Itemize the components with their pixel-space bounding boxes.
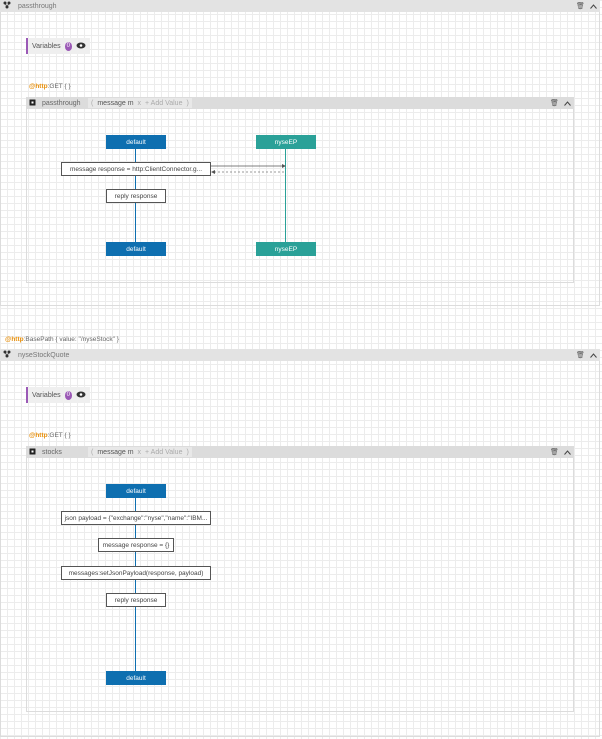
variables-count-badge: 0: [64, 41, 72, 51]
variables-label: Variables: [32, 391, 61, 399]
variables-count-badge: 0: [64, 390, 72, 400]
statement-json-payload[interactable]: json payload = {"exchange":"nyse","name"…: [61, 511, 211, 525]
resource-annotation[interactable]: @http:GET { }: [29, 83, 71, 90]
resource-header: stocks ( message m x + Add Value ) 🗑: [26, 446, 574, 458]
resource-body: [26, 458, 574, 712]
resource-header: passthrough ( message m x + Add Value ) …: [26, 97, 574, 109]
default-worker-end[interactable]: default: [106, 242, 166, 256]
service-title[interactable]: nyseStockQuote: [18, 351, 70, 359]
collapse-icon[interactable]: [563, 448, 572, 457]
statement-message-response[interactable]: message response = {}: [98, 538, 174, 552]
default-worker-start[interactable]: default: [106, 135, 166, 149]
service-header: passthrough 🗑: [0, 0, 600, 12]
collapse-icon[interactable]: [589, 351, 598, 360]
collapse-icon[interactable]: [589, 2, 598, 11]
remove-param-icon[interactable]: x: [137, 448, 142, 456]
service-annotation[interactable]: @http:BasePath { value: "/nyseStock" }: [5, 336, 119, 343]
parameter-message-m[interactable]: message m: [97, 99, 134, 107]
endpoint-nyseEP-end[interactable]: nyseEP: [256, 242, 316, 256]
default-worker-start[interactable]: default: [106, 484, 166, 498]
statement-client-call[interactable]: message response = http:ClientConnector.…: [61, 162, 211, 176]
statement-set-json-payload[interactable]: messages:setJsonPayload(response, payloa…: [61, 566, 211, 580]
service-icon: [3, 350, 11, 360]
remove-param-icon[interactable]: x: [137, 99, 142, 107]
resource-name[interactable]: passthrough: [42, 99, 81, 107]
add-value-button[interactable]: + Add Value: [145, 99, 183, 107]
default-worker-end[interactable]: default: [106, 671, 166, 685]
resource-annotation[interactable]: @http:GET { }: [29, 432, 71, 439]
action-arrows: [211, 164, 286, 174]
variables-button[interactable]: Variables 0: [26, 38, 90, 54]
collapse-icon[interactable]: [563, 99, 572, 108]
resource-icon: [29, 448, 36, 457]
service-title[interactable]: passthrough: [18, 2, 57, 10]
parameters-group: ( message m x + Add Value ): [88, 447, 192, 457]
service-icon: [3, 1, 11, 11]
add-value-button[interactable]: + Add Value: [145, 448, 183, 456]
variables-button[interactable]: Variables 0: [26, 387, 90, 403]
variables-label: Variables: [32, 42, 61, 50]
default-lifeline: [135, 497, 136, 671]
delete-icon[interactable]: 🗑: [576, 3, 585, 10]
parameters-group: ( message m x + Add Value ): [88, 98, 192, 108]
endpoint-nyseEP-start[interactable]: nyseEP: [256, 135, 316, 149]
delete-icon[interactable]: 🗑: [550, 100, 559, 107]
resource-body: [26, 109, 574, 283]
statement-reply[interactable]: reply response: [106, 189, 166, 203]
delete-icon[interactable]: 🗑: [550, 449, 559, 456]
eye-icon[interactable]: [76, 391, 86, 400]
resource-name[interactable]: stocks: [42, 448, 62, 456]
resource-icon: [29, 99, 36, 108]
endpoint-lifeline: [285, 148, 286, 242]
statement-reply[interactable]: reply response: [106, 593, 166, 607]
service-header: nyseStockQuote 🗑: [0, 349, 600, 361]
eye-icon[interactable]: [76, 42, 86, 51]
parameter-message-m[interactable]: message m: [97, 448, 134, 456]
delete-icon[interactable]: 🗑: [576, 352, 585, 359]
